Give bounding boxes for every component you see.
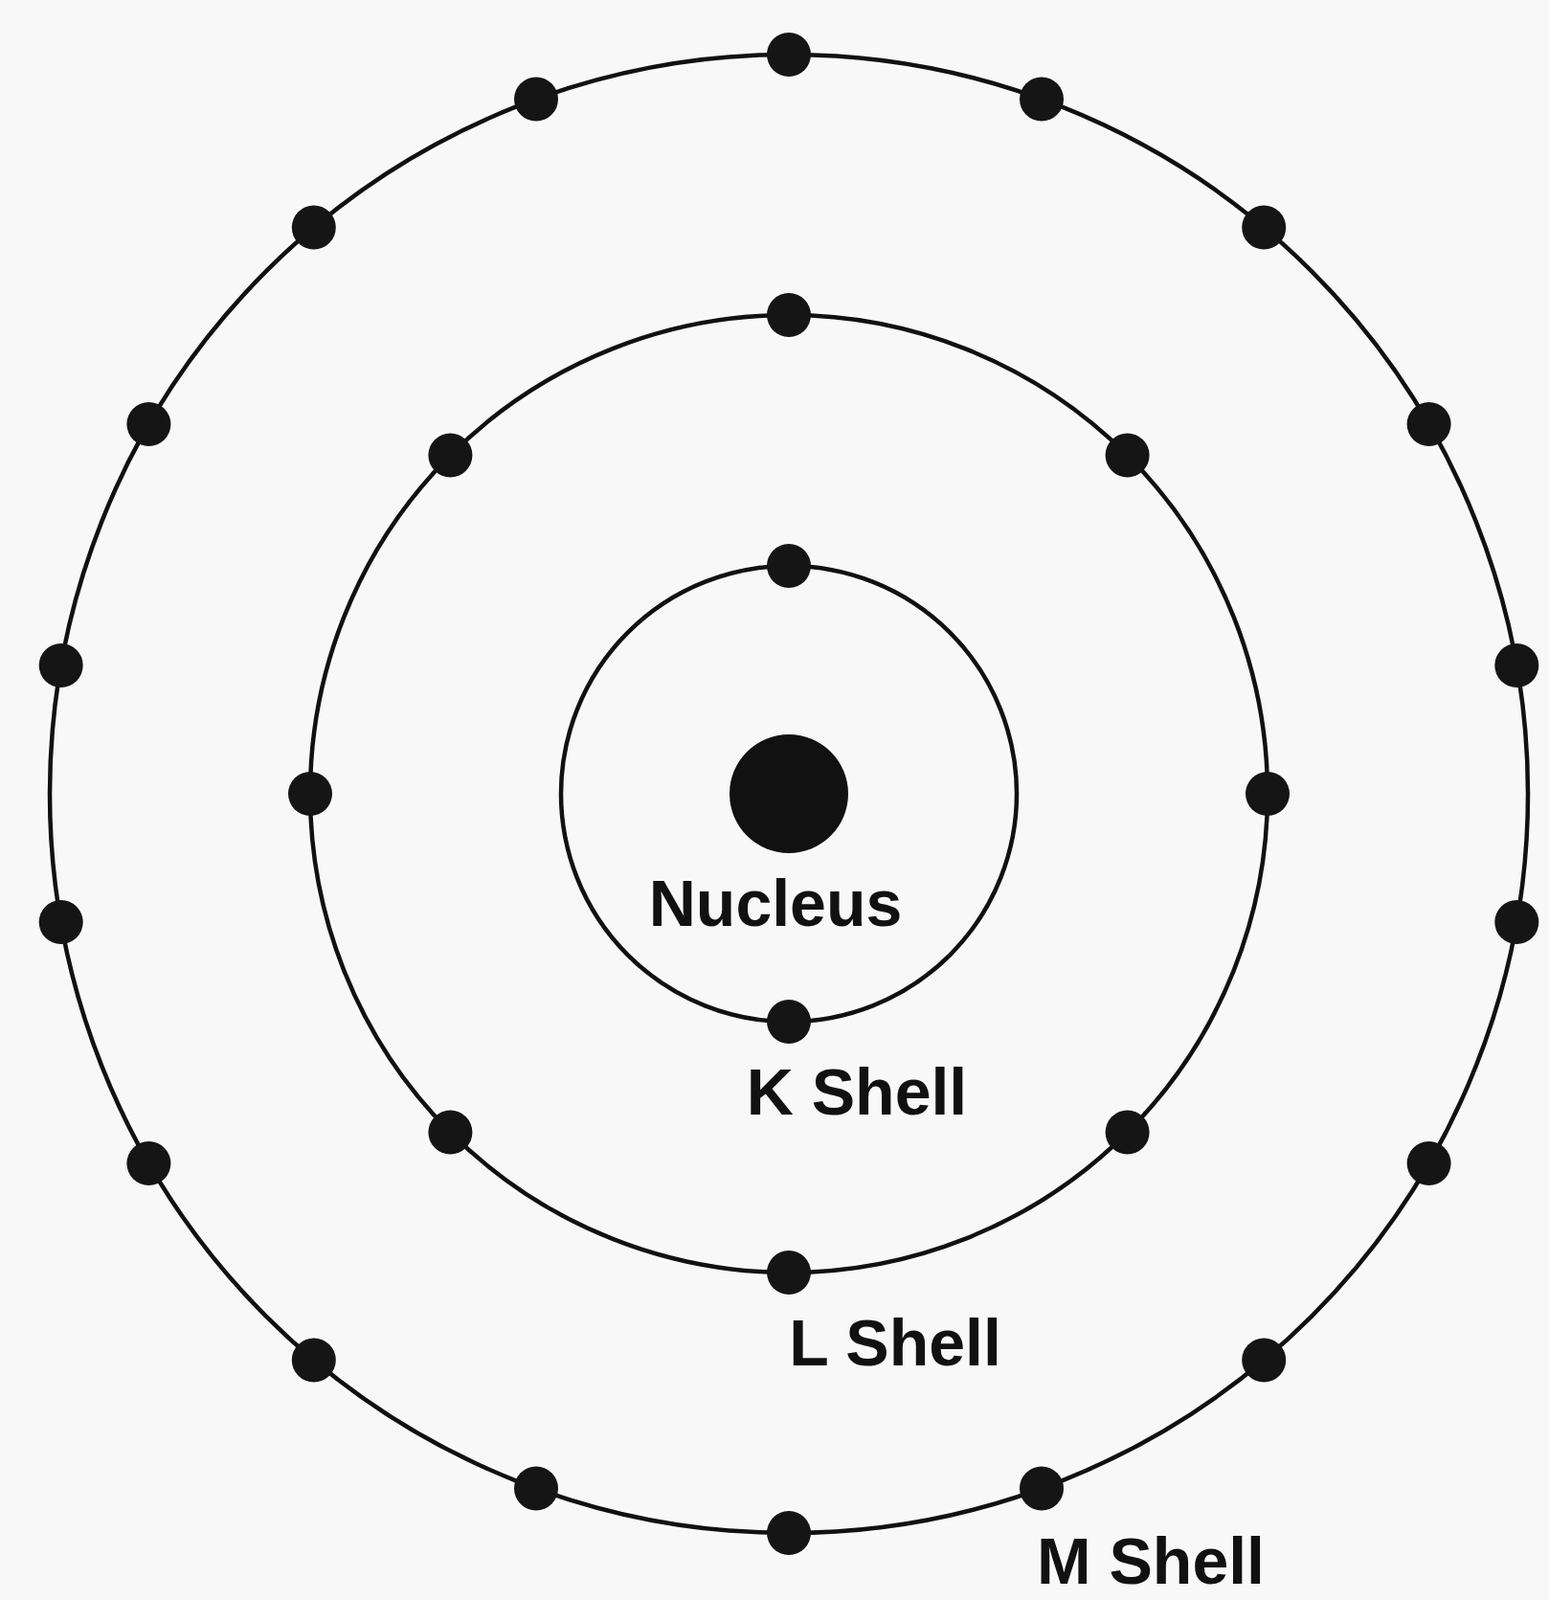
electron bbox=[766, 1510, 811, 1555]
electron bbox=[766, 999, 811, 1044]
electron bbox=[291, 205, 337, 250]
electron bbox=[1407, 402, 1452, 447]
electron bbox=[766, 1250, 811, 1295]
shell-label: L Shell bbox=[788, 1309, 1002, 1375]
shell-label: Nucleus bbox=[649, 870, 903, 936]
electron bbox=[291, 1337, 337, 1382]
k-shell-orbit bbox=[561, 565, 1017, 1022]
electron bbox=[514, 77, 559, 122]
electron bbox=[766, 32, 811, 77]
electron bbox=[1241, 1337, 1286, 1382]
electron bbox=[39, 899, 84, 944]
l-shell-orbit bbox=[310, 314, 1268, 1273]
electron bbox=[1105, 432, 1150, 477]
electron bbox=[427, 432, 472, 477]
electron bbox=[766, 292, 811, 337]
electron bbox=[126, 1141, 171, 1186]
electron bbox=[766, 543, 811, 588]
electron bbox=[427, 1110, 472, 1155]
electron bbox=[1494, 899, 1539, 944]
electrons bbox=[39, 32, 1540, 1555]
nucleus bbox=[729, 734, 849, 854]
electron bbox=[1019, 1465, 1064, 1510]
electron bbox=[39, 643, 84, 688]
shell-label: K Shell bbox=[746, 1058, 968, 1124]
electron bbox=[126, 402, 171, 447]
electron bbox=[1105, 1110, 1150, 1155]
m-shell-orbit bbox=[49, 54, 1528, 1533]
shell-label: M Shell bbox=[1036, 1527, 1265, 1594]
electron bbox=[1245, 771, 1290, 816]
electron bbox=[288, 771, 333, 816]
electron bbox=[1241, 205, 1286, 250]
electron bbox=[1407, 1141, 1452, 1186]
electron bbox=[1494, 643, 1539, 688]
electron bbox=[1019, 77, 1064, 122]
electron bbox=[514, 1465, 559, 1510]
